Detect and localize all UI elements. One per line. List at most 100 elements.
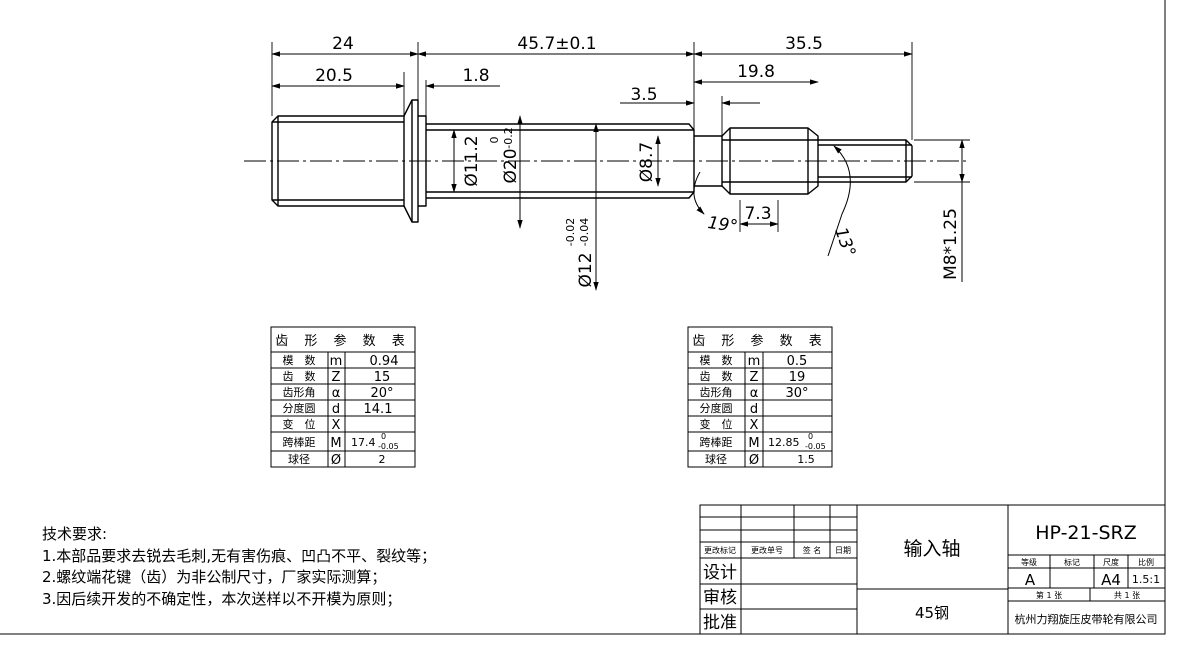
gear-table-right-texts: 齿 形 参 数 表 模 数 m 0.5 齿 数 Z 19 齿形角 α 30° 分… [692, 333, 828, 468]
gear-right-val-module: 0.5 [787, 354, 808, 369]
tb-scale: 1.5:1 [1132, 573, 1160, 586]
tb-header-grade: 等级 [1021, 557, 1037, 567]
gear-left-val-mbp: 17.4 [351, 436, 376, 449]
gear-table-left-texts: 齿 形 参 数 表 模 数 m 0.94 齿 数 Z 15 齿形角 α 20° … [275, 333, 411, 468]
gear-left-sym-ball: Ø [331, 453, 341, 468]
dimension-texts: 24 20.5 45.7±0.1 1.8 35.5 19.8 3.5 Ø11.2… [315, 34, 961, 288]
gear-left-label-pitch: 分度圆 [283, 401, 316, 415]
gear-left-label-ball: 球径 [288, 452, 310, 466]
tb-design: 设计 [703, 563, 737, 583]
gear-right-sym-teeth: Z [750, 370, 759, 385]
gear-left-sym-shift: X [332, 418, 341, 433]
gear-table-right [687, 326, 833, 468]
dimension-lines [271, 51, 965, 291]
tb-header-date: 日期 [835, 546, 851, 555]
extension-lines [271, 42, 970, 232]
tb-total: 共 1 张 [1114, 591, 1140, 600]
gear-right-val-mbp: 12.85 [768, 436, 800, 449]
gear-right-val-ball: 1.5 [797, 453, 815, 466]
gear-left-label-module: 模 数 [283, 354, 316, 367]
dim-20-5: 20.5 [315, 66, 353, 86]
requirement-item-3: 3.因后续开发的不确定性，本次送样以不开模为原则； [42, 590, 401, 608]
dim-3-5: 3.5 [630, 85, 657, 105]
title-block-texts: 更改标记 更改单号 签 名 日期 设计 审核 批准 输入轴 45钢 HP-21-… [703, 522, 1160, 633]
gear-right-label-ball: 球径 [705, 452, 727, 466]
dim-d12-lower-tol: -0.04 [578, 218, 591, 246]
gear-right-label-angle: 齿形角 [700, 386, 733, 399]
tb-header-change-no: 更改单号 [751, 545, 783, 555]
gear-left-label-teeth: 齿 数 [283, 370, 316, 383]
gear-right-label-pitch: 分度圆 [700, 401, 733, 415]
requirement-item-2: 2.螺纹端花键（齿）为非公制尺寸，厂家实际测算； [42, 568, 386, 586]
gear-left-tol-up-mbp: 0 [381, 432, 386, 441]
tb-header-mark: 标记 [1064, 557, 1080, 567]
gear-right-val-teeth: 19 [789, 370, 806, 385]
dim-d8-7: Ø8.7 [637, 142, 657, 182]
gear-left-sym-mbp: M [330, 436, 341, 451]
gear-right-label-module: 模 数 [700, 354, 733, 367]
gear-left-sym-angle: α [332, 386, 341, 401]
gear-right-label-shift: 变 位 [700, 417, 733, 431]
gear-right-val-angle: 30° [785, 386, 808, 401]
tb-part-name: 输入轴 [903, 538, 960, 560]
dim-45-7: 45.7±0.1 [517, 34, 596, 54]
dim-24: 24 [332, 34, 354, 54]
title-block [699, 504, 1166, 635]
tb-header-scale: 比例 [1138, 557, 1154, 567]
gear-left-label-shift: 变 位 [283, 417, 316, 431]
angle-19: 19° [706, 213, 739, 237]
gear-table-left [270, 326, 416, 468]
gear-left-tol-lo-mbp: -0.05 [378, 442, 399, 451]
gear-left-label-angle: 齿形角 [283, 386, 316, 399]
gear-left-label-mbp: 跨棒距 [283, 435, 316, 449]
dim-1-8: 1.8 [462, 66, 489, 86]
dim-35-5: 35.5 [785, 34, 823, 54]
tb-material: 45钢 [915, 604, 949, 622]
dim-d12-upper-tol: -0.02 [564, 218, 577, 246]
tb-header-sign: 签 名 [803, 545, 822, 555]
gear-right-tol-up-mbp: 0 [808, 432, 813, 441]
dim-d11-2: Ø11.2 [462, 135, 482, 186]
gear-left-val-teeth: 15 [374, 370, 391, 385]
tb-drawing-no: HP-21-SRZ [1035, 522, 1137, 544]
tb-company: 杭州力翔旋压皮带轮有限公司 [1015, 612, 1158, 626]
gear-table-right-title: 齿 形 参 数 表 [692, 333, 828, 349]
gear-table-left-title: 齿 形 参 数 表 [275, 333, 411, 349]
tb-header-size: 尺度 [1103, 557, 1119, 567]
dim-d12: Ø12 [576, 252, 596, 287]
gear-right-sym-ball: Ø [749, 453, 759, 468]
gear-right-sym-mbp: M [748, 436, 759, 451]
tb-sheet: 第 1 张 [1036, 590, 1062, 600]
dim-d20: Ø20 [501, 148, 521, 183]
gear-right-sym-pitch: d [750, 402, 758, 417]
drawing-border [0, 0, 1166, 635]
gear-right-label-mbp: 跨棒距 [700, 435, 733, 449]
tb-header-change-mark: 更改标记 [704, 545, 736, 555]
gear-right-sym-module: m [748, 354, 761, 369]
dim-7-3: 7.3 [744, 204, 771, 224]
tb-size: A4 [1101, 571, 1121, 589]
dim-d20-upper-tol: 0 [488, 137, 501, 144]
tb-grade: A [1025, 571, 1036, 589]
gear-right-tol-lo-mbp: -0.05 [805, 442, 826, 451]
gear-left-val-pitch: 14.1 [364, 402, 393, 417]
angle-13: 13° [830, 225, 859, 260]
gear-left-val-module: 0.94 [370, 354, 399, 369]
dim-19-8: 19.8 [737, 62, 775, 82]
dim-d20-lower-tol: -0.2 [502, 127, 515, 148]
gear-left-sym-pitch: d [332, 402, 340, 417]
gear-left-sym-teeth: Z [332, 370, 341, 385]
dim-m8: M8*1.25 [941, 208, 961, 280]
tb-review: 审核 [703, 588, 737, 608]
gear-left-val-angle: 20° [370, 386, 393, 401]
gear-right-label-teeth: 齿 数 [700, 370, 733, 383]
tb-approve: 批准 [703, 613, 737, 633]
gear-right-sym-angle: α [750, 386, 759, 401]
gear-right-sym-shift: X [750, 418, 759, 433]
gear-left-val-ball: 2 [379, 453, 386, 466]
requirement-item-1: 1.本部品要求去锐去毛刺,无有害伤痕、凹凸不平、裂纹等； [42, 547, 436, 565]
technical-requirements: 技术要求: 1.本部品要求去锐去毛刺,无有害伤痕、凹凸不平、裂纹等； 2.螺纹端… [42, 525, 436, 608]
gear-left-sym-module: m [330, 354, 343, 369]
requirements-title: 技术要求: [42, 525, 107, 543]
